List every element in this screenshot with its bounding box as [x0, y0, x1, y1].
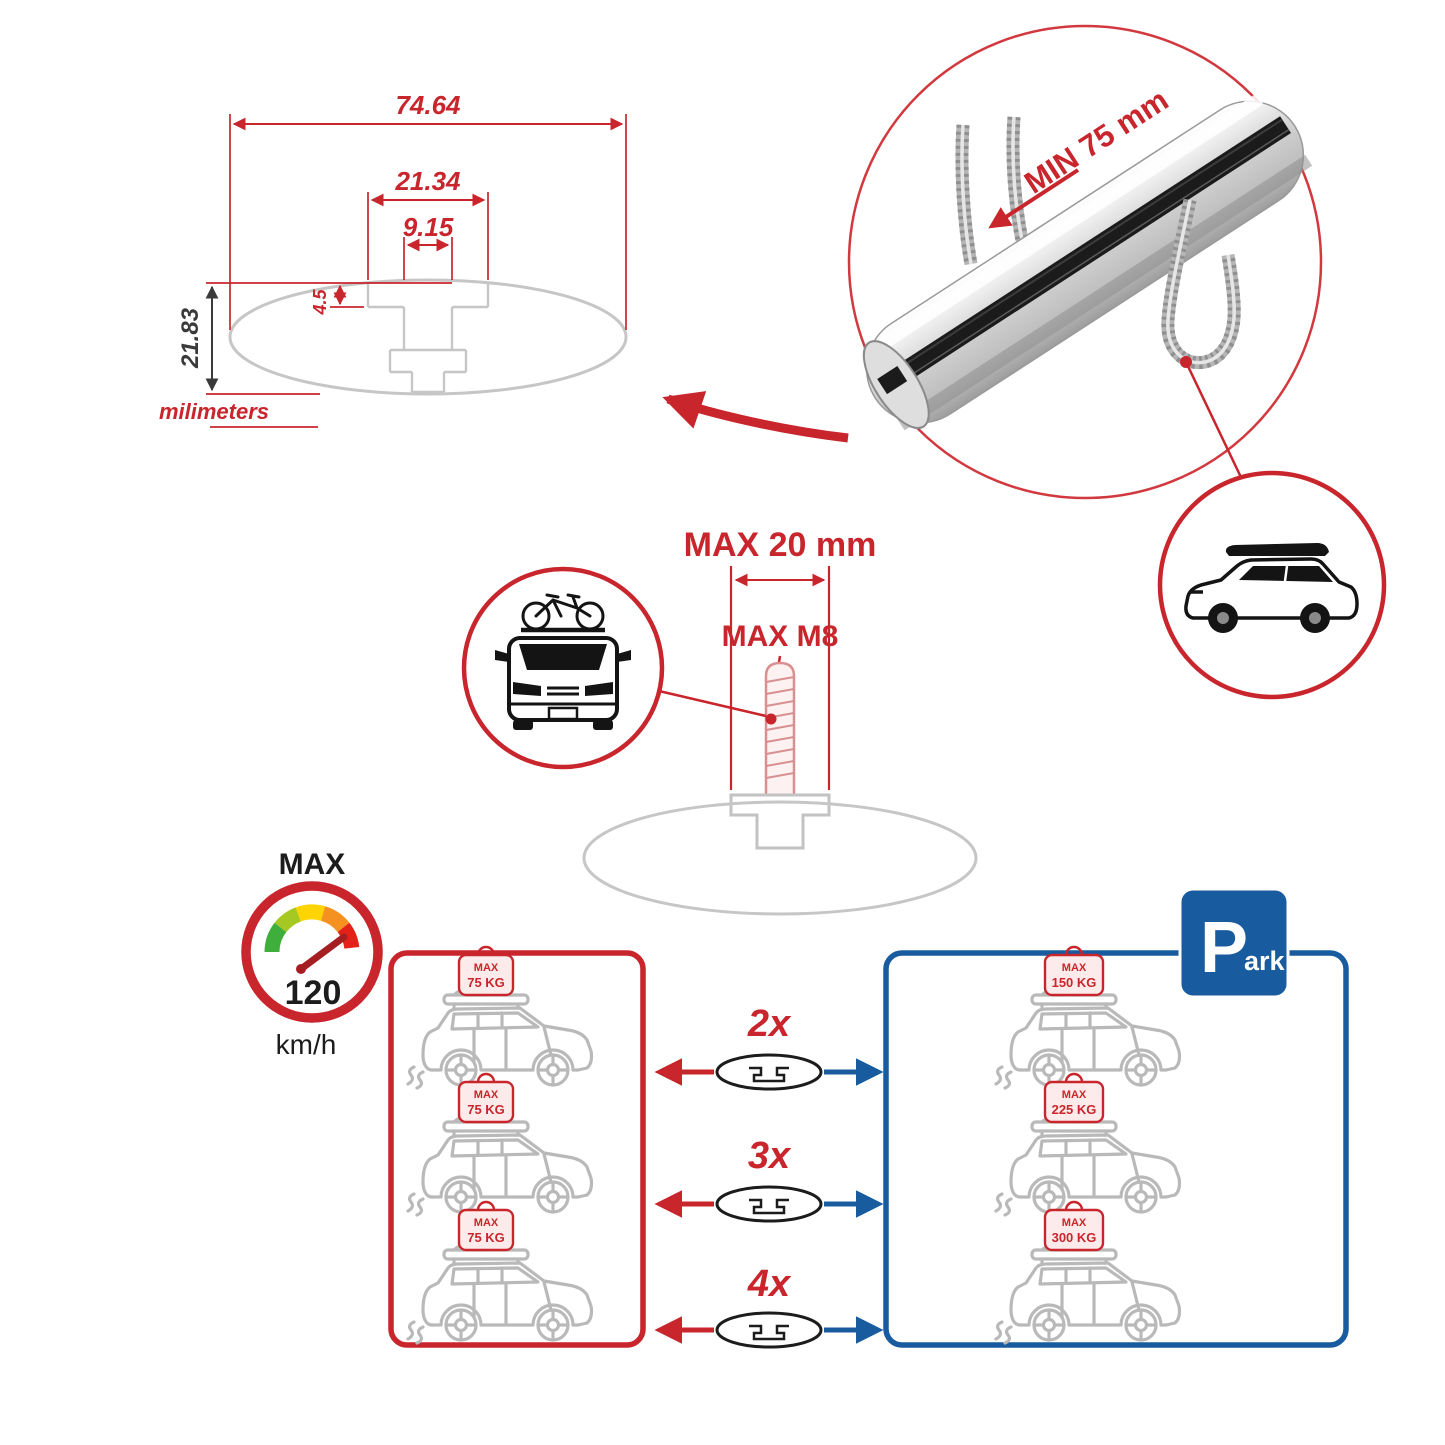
load-tag: MAX 75 KG	[457, 1200, 515, 1252]
suv-roofbox-circle	[1157, 470, 1387, 700]
bar-profile-ellipse	[582, 800, 978, 916]
cross-section-drawing: 74.64 21.34 9.15 4.5 21.83 milimeters	[159, 90, 628, 428]
u-bolt-left-icon	[955, 116, 1029, 266]
speed-limit-badge: MAX 120 km/h	[241, 848, 383, 1060]
load-tag: MAX 300 KG	[1043, 1200, 1105, 1252]
load-tag: MAX 75 KG	[457, 945, 515, 997]
gauge-arc	[264, 904, 360, 953]
callout-line	[658, 689, 767, 718]
load-tag: MAX 75 KG	[457, 1072, 515, 1124]
crossbar-render	[861, 94, 1313, 431]
parking-sign: P ark	[1178, 887, 1290, 999]
tag-weight-label: 75 KG	[467, 1102, 505, 1117]
crossbar-section-icon	[715, 1311, 823, 1349]
tag-max-label: MAX	[474, 1089, 499, 1101]
count-label: 4x	[747, 1263, 792, 1305]
dim-total-width: 74.64	[395, 90, 461, 120]
callout-dot	[765, 713, 777, 725]
parking-sign-small-letters: ark	[1244, 946, 1286, 976]
max-thread-label: MAX M8	[722, 620, 839, 653]
count-label: 3x	[748, 1135, 792, 1177]
tag-weight-label: 300 KG	[1052, 1230, 1097, 1245]
bolt-detail-section: MAX 20 mm MAX M8	[461, 526, 978, 916]
count-label: 2x	[747, 1003, 792, 1045]
tag-max-label: MAX	[474, 962, 499, 974]
callout-line	[1184, 361, 1250, 493]
tag-max-label: MAX	[474, 1217, 499, 1229]
u-bolt-right-icon	[1161, 198, 1241, 370]
load-tag: MAX 150 KG	[1043, 945, 1105, 997]
tag-weight-label: 150 KG	[1052, 975, 1097, 990]
max-depth-label: MAX 20 mm	[684, 526, 877, 564]
parking-sign-letter: P	[1200, 908, 1248, 988]
dim-total-height: 21.83	[177, 307, 204, 369]
crossbar-section-icon	[715, 1185, 823, 1223]
dim-slot-width: 9.15	[403, 212, 454, 242]
gauge-needle	[297, 933, 348, 973]
units-label: milimeters	[159, 399, 269, 424]
gauge-hub	[296, 964, 306, 974]
crossbar-section-icon	[715, 1053, 823, 1091]
tag-max-label: MAX	[1062, 962, 1087, 974]
tag-weight-label: 225 KG	[1052, 1102, 1097, 1117]
load-tag: MAX 225 KG	[1043, 1072, 1105, 1124]
pointer-arrow-icon	[662, 391, 849, 443]
tag-weight-label: 75 KG	[467, 1230, 505, 1245]
car-front-with-bike-icon	[495, 593, 631, 730]
t-nut-icon	[729, 793, 831, 850]
bike-rack-circle	[461, 566, 767, 770]
t-slot-profile	[366, 283, 490, 394]
dim-channel-outer: 21.34	[394, 166, 461, 196]
crossbar-count-column: 2x 3x 4x	[654, 1003, 884, 1349]
speed-max-label: MAX	[279, 848, 346, 881]
tag-max-label: MAX	[1062, 1089, 1087, 1101]
bar-detail-view: MIN 75 mm	[847, 24, 1323, 500]
tag-weight-label: 75 KG	[467, 975, 505, 990]
bolt-icon	[764, 661, 796, 800]
dim-lip-depth: 4.5	[310, 289, 330, 316]
speed-unit-label: km/h	[276, 1029, 337, 1060]
bar-profile-ellipse	[228, 278, 628, 396]
speed-value: 120	[285, 974, 342, 1012]
min-clamp-arrow-icon	[988, 168, 1080, 229]
tag-max-label: MAX	[1062, 1217, 1087, 1229]
